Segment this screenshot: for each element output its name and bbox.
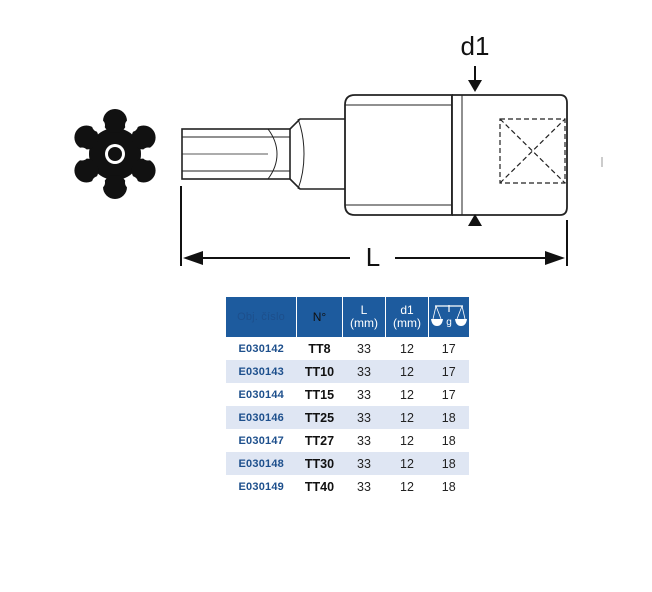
cell-weight: 18 [441, 433, 456, 448]
weight-unit: g [446, 317, 452, 328]
scale-icon: g [431, 304, 467, 328]
d1-label: d1 [461, 31, 490, 61]
cell-d1: 12 [400, 479, 414, 494]
cell-code: E030146 [226, 406, 297, 429]
length-dimension: L [180, 186, 568, 272]
header-length-unit: (mm) [350, 316, 378, 330]
table-header-row: Obj. číslo N° L (mm) d1 (mm) [226, 297, 469, 337]
cell-length: 33 [342, 452, 386, 475]
cell-weight: 18 [428, 406, 469, 429]
header-weight: g [428, 297, 469, 337]
technical-drawing: d1 L [74, 31, 603, 272]
cell-code: E030148 [226, 452, 297, 475]
cell-code: E030147 [238, 434, 284, 447]
cell-length: 33 [357, 479, 371, 494]
cell-n: TT40 [304, 479, 335, 494]
table-row: E030148 TT30 33 12 18 [226, 452, 469, 475]
cell-length: 33 [342, 360, 386, 383]
square-drive [499, 118, 566, 184]
d1-dimension: d1 [461, 31, 490, 226]
cell-length: 33 [357, 341, 371, 356]
header-n: N° [296, 297, 343, 337]
cell-weight: 17 [441, 341, 456, 356]
table-row: E030143 TT10 33 12 17 [226, 360, 469, 383]
cell-n: TT25 [296, 406, 343, 429]
torx-bit [181, 118, 345, 190]
cell-d1: 12 [400, 433, 414, 448]
cell-weight: 18 [428, 452, 469, 475]
cell-weight: 18 [441, 479, 456, 494]
header-d1: d1 (mm) [385, 297, 429, 337]
cell-d1: 12 [385, 360, 429, 383]
cell-length: 33 [357, 387, 371, 402]
cell-code: E030144 [238, 388, 284, 401]
cell-d1: 12 [385, 406, 429, 429]
cell-d1: 12 [385, 452, 429, 475]
length-label: L [366, 242, 380, 272]
cell-length: 33 [342, 406, 386, 429]
header-length: L (mm) [342, 297, 386, 337]
cell-code: E030142 [238, 342, 284, 355]
cell-n: TT27 [304, 433, 335, 448]
cell-n: TT8 [308, 341, 331, 356]
cell-d1: 12 [400, 341, 414, 356]
header-code: Obj. číslo [226, 297, 297, 337]
cell-code: E030143 [226, 360, 297, 383]
cell-n: TT30 [296, 452, 343, 475]
table-row: E030144 TT15 33 12 17 [226, 383, 469, 406]
socket-body [344, 94, 568, 216]
table-row: E030142 TT8 33 12 17 [226, 337, 469, 360]
cell-length: 33 [357, 433, 371, 448]
cell-n: TT15 [304, 387, 335, 402]
cell-d1: 12 [400, 387, 414, 402]
table-row: E030149 TT40 33 12 18 [226, 475, 469, 498]
cell-weight: 17 [428, 360, 469, 383]
specification-table: Obj. číslo N° L (mm) d1 (mm) [226, 297, 469, 498]
cell-code: E030149 [238, 480, 284, 493]
torx-profile-icon [74, 109, 156, 199]
header-d1-label: d1 [400, 303, 414, 317]
table-row: E030146 TT25 33 12 18 [226, 406, 469, 429]
cell-n: TT10 [296, 360, 343, 383]
header-length-label: L [360, 303, 368, 317]
table-row: E030147 TT27 33 12 18 [226, 429, 469, 452]
cell-weight: 17 [441, 387, 456, 402]
header-d1-unit: (mm) [393, 316, 421, 330]
